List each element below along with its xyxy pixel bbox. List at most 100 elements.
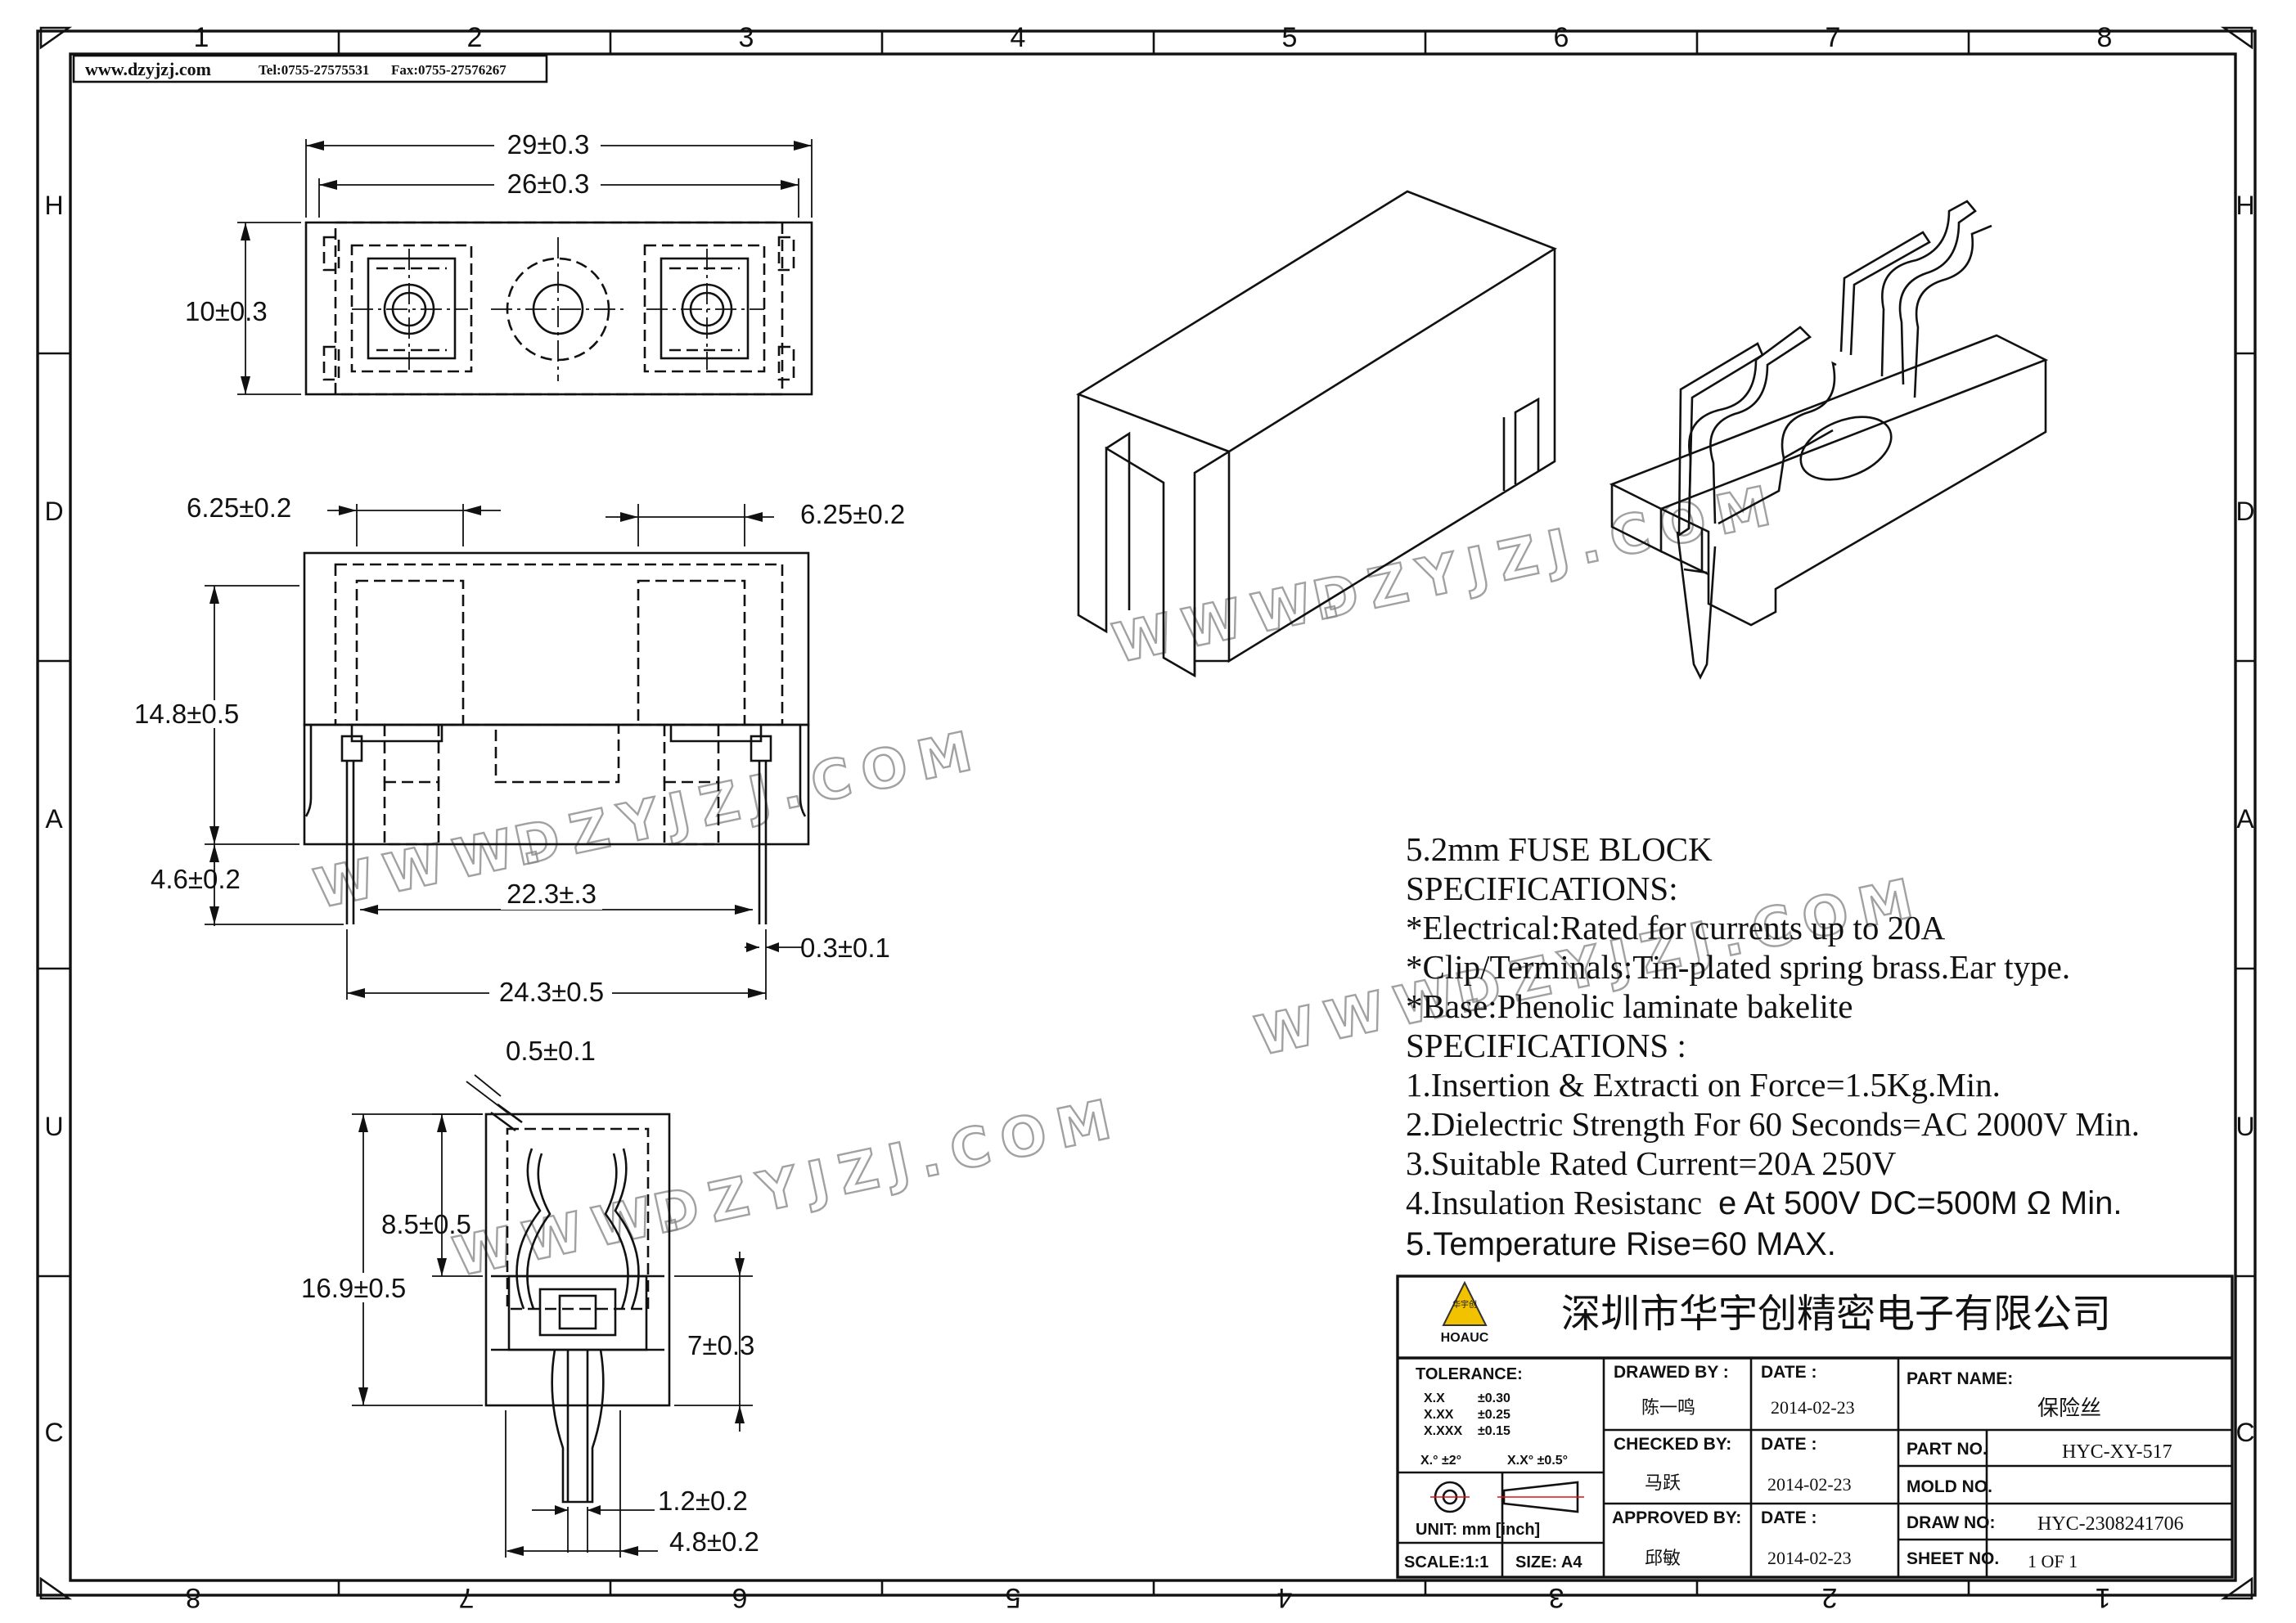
row-label-d: D — [44, 497, 63, 526]
row-label-a: A — [45, 804, 63, 834]
row-label-u: U — [44, 1112, 63, 1141]
row-label-u-right: U — [2235, 1112, 2254, 1141]
spec-item-5: 5.Temperature Rise=60 MAX. — [1406, 1226, 1836, 1262]
checked-by: 马跃 — [1645, 1472, 1681, 1493]
tol-xx-val: ±0.25 — [1478, 1408, 1510, 1422]
approved-by-label: APPROVED BY: — [1612, 1508, 1741, 1527]
spec-item-2: 2.Dielectric Strength For 60 Seconds=AC … — [1406, 1105, 2140, 1143]
dim-overall: 24.3±0.5 — [499, 977, 604, 1007]
col-label-2: 2 — [467, 22, 483, 53]
dim-clip-height: 8.5±0.5 — [381, 1209, 471, 1239]
spec-title: 5.2mm FUSE BLOCK — [1406, 830, 1713, 868]
col-label-3: 3 — [739, 22, 754, 53]
dim-left-clip: 6.25±0.2 — [187, 492, 291, 523]
dim-front-height: 14.8±0.5 — [134, 699, 239, 729]
col-label-4: 4 — [1011, 22, 1026, 53]
dim-top-height: 10±0.3 — [185, 296, 268, 326]
spec-line-1: *Electrical:Rated for currents up to 20A — [1406, 909, 1946, 946]
size-text: SIZE: A4 — [1515, 1553, 1582, 1571]
row-label-h-right: H — [2235, 191, 2254, 220]
spec-line-2: *Clip/Terminals:Tin-plated spring brass.… — [1406, 948, 2070, 986]
company-logo: 华宇创 HOAUC — [1441, 1280, 1489, 1345]
drawn-by: 陈一鸣 — [1641, 1397, 1695, 1418]
row-label-h: H — [44, 191, 63, 220]
date-3: 2014-02-23 — [1767, 1548, 1852, 1568]
tol-angle-1: X.° ±2° — [1420, 1454, 1461, 1468]
logo-text: HOAUC — [1441, 1331, 1489, 1345]
dim-right-clip: 6.25±0.2 — [800, 499, 905, 529]
dim-overall-height: 16.9±0.5 — [301, 1273, 406, 1303]
col-label-bottom-4: 4 — [1277, 1582, 1293, 1613]
spec-notes: 5.2mm FUSE BLOCK SPECIFICATIONS: *Electr… — [1406, 830, 2140, 1262]
website-text: www.dzyjzj.com — [85, 59, 211, 79]
spec-heading-1: SPECIFICATIONS: — [1406, 870, 1678, 907]
tol-x: X.X — [1424, 1391, 1445, 1405]
col-label-bottom-6: 6 — [732, 1582, 748, 1613]
part-no: HYC-XY-517 — [2062, 1441, 2172, 1463]
date-label-1: DATE : — [1761, 1363, 1817, 1382]
col-label-7: 7 — [1826, 22, 1841, 53]
spec-heading-2: SPECIFICATIONS : — [1406, 1027, 1686, 1064]
drawing-frame: 1 2 3 4 5 6 7 8 8 7 6 5 4 3 2 1 H D A U … — [36, 22, 2257, 1613]
col-label-bottom-8: 8 — [186, 1582, 201, 1613]
dim-tab: 0.5±0.1 — [506, 1036, 596, 1066]
logo-small-text: 华宇创 — [1452, 1299, 1477, 1310]
col-label-8: 8 — [2097, 22, 2113, 53]
tolerance-label: TOLERANCE: — [1416, 1365, 1523, 1383]
row-label-c: C — [44, 1418, 63, 1447]
tol-xx: X.XX — [1424, 1408, 1454, 1422]
fax-text: Fax:0755-27576267 — [391, 62, 506, 78]
sheet-no: 1 OF 1 — [2028, 1551, 2078, 1571]
dim-pin-length: 4.6±0.2 — [151, 864, 241, 894]
spec-item-4a: 4.Insulation Resistanc — [1406, 1184, 1702, 1221]
col-label-bottom-1: 1 — [2096, 1582, 2111, 1613]
dim-pin-width: 1.2±0.2 — [658, 1486, 748, 1516]
col-label-bottom-5: 5 — [1006, 1582, 1021, 1613]
scale-text: SCALE:1:1 — [1404, 1553, 1488, 1571]
tel-text: Tel:0755-27575531 — [259, 62, 369, 78]
unit-text: UNIT: mm [inch] — [1416, 1521, 1540, 1539]
row-label-c-right: C — [2235, 1418, 2254, 1447]
date-2: 2014-02-23 — [1767, 1474, 1852, 1495]
date-label-3: DATE : — [1761, 1508, 1817, 1527]
front-view: 6.25±0.2 6.25±0.2 14.8±0.5 4.6±0.2 22.3±… — [131, 492, 905, 1007]
company-name: 深圳市华宇创精密电子有限公司 — [1561, 1293, 2111, 1336]
dim-pin-spacing: 22.3±.3 — [506, 879, 597, 909]
dim-overall-width: 29±0.3 — [507, 129, 590, 160]
sheet-no-label: SHEET NO. — [1907, 1549, 1999, 1568]
dim-pin-thickness: 0.3±0.1 — [800, 933, 890, 963]
tol-xxx-val: ±0.15 — [1478, 1424, 1510, 1438]
draw-no: HYC-2308241706 — [2037, 1513, 2184, 1535]
iso-cover — [1076, 190, 1557, 678]
dim-base-width: 4.8±0.2 — [669, 1526, 759, 1557]
side-view: 0.5±0.1 8.5±0.5 16.9±0.5 7±0.3 1.2±0.2 4… — [299, 1036, 759, 1558]
iso-base — [1609, 200, 2049, 680]
checked-by-label: CHECKED BY: — [1614, 1435, 1731, 1454]
top-view: 29±0.3 26±0.3 10±0.3 — [185, 129, 813, 396]
drawn-by-label: DRAWED BY : — [1614, 1363, 1729, 1382]
row-label-d-right: D — [2235, 497, 2254, 526]
date-label-2: DATE : — [1761, 1435, 1817, 1454]
draw-no-label: DRAW NO: — [1907, 1513, 1996, 1532]
col-label-5: 5 — [1282, 22, 1298, 53]
projection-symbol-icon — [1430, 1481, 1584, 1513]
approved-by: 邱敏 — [1645, 1548, 1681, 1568]
mold-no-label: MOLD NO. — [1907, 1477, 1992, 1496]
col-label-6: 6 — [1554, 22, 1569, 53]
row-label-a-right: A — [2236, 804, 2254, 834]
tol-xxx: X.XXX — [1424, 1424, 1462, 1438]
title-block: 华宇创 HOAUC 深圳市华宇创精密电子有限公司 TOLERANCE: X.X … — [1396, 1275, 2234, 1579]
spec-item-4b: e At 500V DC=500M Ω Min. — [1718, 1185, 2122, 1221]
col-label-bottom-2: 2 — [1822, 1582, 1838, 1613]
spec-item-3: 3.Suitable Rated Current=20A 250V — [1406, 1144, 1897, 1182]
date-1: 2014-02-23 — [1771, 1397, 1855, 1418]
spec-line-3: *Base:Phenolic laminate bakelite — [1406, 987, 1853, 1025]
header-contact: www.dzyjzj.com Tel:0755-27575531 Fax:075… — [72, 54, 548, 83]
col-label-bottom-3: 3 — [1549, 1582, 1564, 1613]
part-name-label: PART NAME: — [1907, 1369, 2013, 1388]
part-no-label: PART NO. — [1907, 1440, 1988, 1459]
tol-angle-2: X.X° ±0.5° — [1507, 1454, 1568, 1468]
col-label-bottom-7: 7 — [459, 1582, 475, 1613]
dim-inner-width: 26±0.3 — [507, 169, 590, 199]
